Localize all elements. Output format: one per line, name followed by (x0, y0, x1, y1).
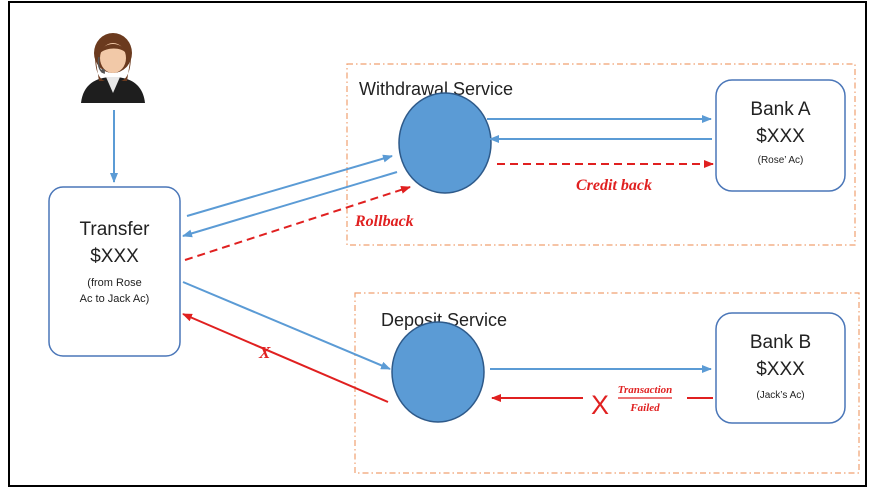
x-big-mark: X (591, 390, 609, 420)
arrow-transfer-to-withdrawal (186, 154, 393, 217)
outer-frame (8, 1, 867, 487)
arrow-rollback (184, 185, 411, 261)
bank-a-amount: $XXX (756, 126, 805, 147)
failure-label-background (583, 382, 687, 416)
withdrawal-service-container: Withdrawal Service (346, 63, 856, 246)
failed-label: Failed (629, 402, 660, 414)
deposit-service-node (391, 321, 485, 423)
transfer-amount: $XXX (90, 246, 139, 267)
transfer-box: Transfer $XXX (from Rose Ac to Jack Ac) (48, 186, 181, 357)
transaction-label: Transaction (618, 384, 673, 396)
user-icon (81, 33, 145, 103)
transfer-note-line1: (from Rose (87, 277, 141, 289)
bank-a-box: Bank A $XXX (Rose’ Ac) (715, 79, 846, 192)
transfer-note-line2: Ac to Jack Ac) (80, 293, 150, 305)
deposit-service-title: Deposit Service (381, 310, 507, 330)
bank-b-note: (Jack’s Ac) (756, 390, 804, 401)
bank-b-title: Bank B (750, 332, 811, 353)
bank-b-amount: $XXX (756, 359, 805, 380)
deposit-service-container: Deposit Service (354, 292, 860, 474)
arrow-withdrawal-to-transfer (182, 171, 398, 238)
bank-b-box: Bank B $XXX (Jack’s Ac) (715, 312, 846, 424)
transfer-title: Transfer (79, 219, 150, 240)
withdrawal-service-title: Withdrawal Service (359, 79, 513, 99)
arrow-transfer-to-deposit (182, 281, 391, 370)
arrow-deposit-failed-to-transfer (182, 313, 389, 403)
bank-a-title: Bank A (750, 99, 811, 120)
bank-a-note: (Rose’ Ac) (758, 155, 804, 166)
x-mark-label: X (258, 343, 271, 362)
credit-back-label: Credit back (576, 177, 652, 194)
rollback-label: Rollback (354, 213, 414, 230)
withdrawal-service-node (398, 92, 492, 194)
